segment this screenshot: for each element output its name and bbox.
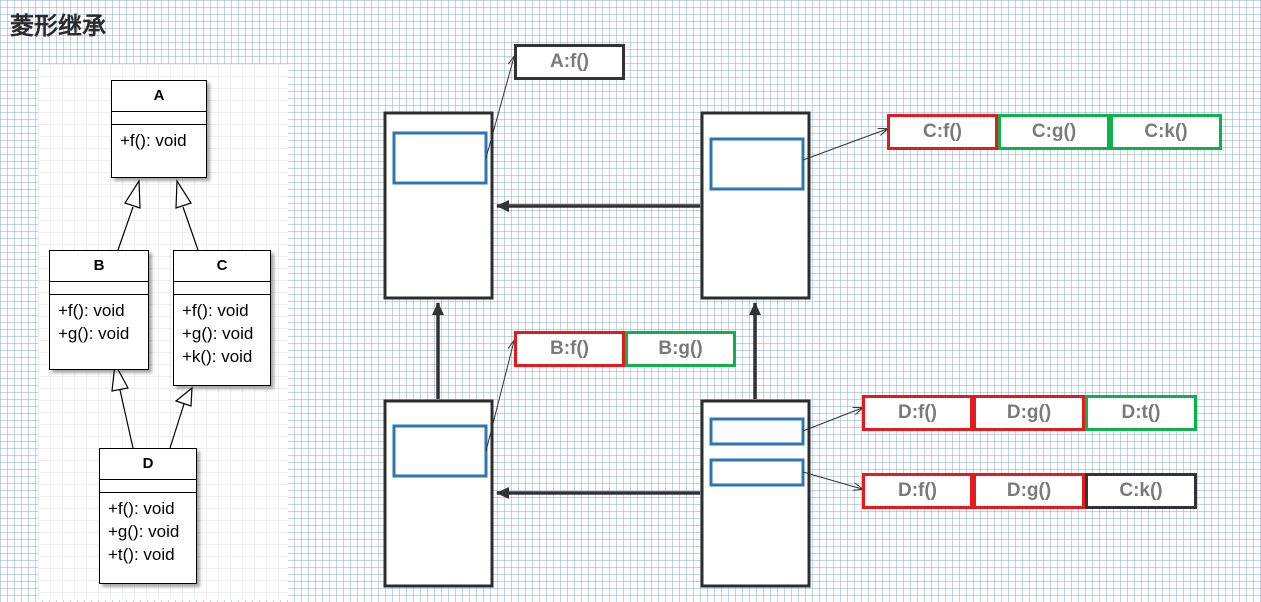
pointer-vptr-c [802, 129, 887, 161]
pointer-vptr-d-secondary [802, 471, 862, 489]
uml-class-c: C +f(): void +g(): void +k(): void [173, 250, 271, 386]
vtable-d-secondary-entry: D:g() [973, 473, 1085, 509]
pointer-vptr-d-primary [802, 408, 862, 432]
class-name: D [100, 449, 196, 480]
method: +f(): void [58, 301, 125, 320]
vptr-c [709, 137, 805, 191]
vtable-d-primary-entry: D:f() [862, 395, 973, 431]
attributes-compartment [100, 480, 196, 493]
class-name: A [112, 81, 206, 112]
inheritance-arrows [111, 179, 199, 449]
method: +k(): void [182, 347, 253, 366]
methods-compartment: +f(): void +g(): void +k(): void [174, 295, 270, 368]
object-a-frame [383, 111, 494, 300]
vtable-b-entry: B:f() [514, 331, 625, 367]
object-b-frame [383, 399, 494, 588]
vtable-d-secondary-entry: D:f() [862, 473, 973, 509]
vtable-b-entry: B:g() [625, 331, 736, 367]
pointer-vptr-a [485, 57, 514, 159]
pointer-vptr-b [485, 341, 514, 452]
vtable-a-entry: A:f() [514, 44, 625, 80]
method: +f(): void [182, 301, 249, 320]
uml-class-diagram: A +f(): void B +f(): void +g(): void C +… [38, 64, 288, 600]
methods-compartment: +f(): void +g(): void +t(): void [100, 493, 196, 566]
attributes-compartment [112, 112, 206, 125]
vtable-c-entry: C:f() [887, 114, 998, 150]
method: +f(): void [120, 131, 187, 150]
attributes-compartment [50, 282, 148, 295]
vptr-d-primary [709, 417, 805, 446]
vtable-d-primary-entry: D:g() [973, 395, 1085, 431]
page-title: 菱形继承 [10, 12, 106, 40]
vtable-d-secondary-entry: C:k() [1085, 473, 1197, 509]
uml-class-d: D +f(): void +g(): void +t(): void [99, 448, 197, 584]
attributes-compartment [174, 282, 270, 295]
method: +f(): void [108, 499, 175, 518]
methods-compartment: +f(): void [112, 125, 206, 152]
vtable-d-primary-entry: D:t() [1085, 395, 1197, 431]
class-name: C [174, 251, 270, 282]
method: +g(): void [108, 522, 180, 541]
method: +g(): void [58, 324, 130, 343]
object-c-frame [700, 111, 811, 300]
object-d-frame [700, 399, 811, 588]
uml-class-a: A +f(): void [111, 80, 207, 178]
class-name: B [50, 251, 148, 282]
method: +g(): void [182, 324, 254, 343]
vtable-c-entry: C:k() [1110, 114, 1222, 150]
method: +t(): void [108, 545, 175, 564]
vtable-c-entry: C:g() [998, 114, 1110, 150]
uml-class-b: B +f(): void +g(): void [49, 250, 149, 370]
methods-compartment: +f(): void +g(): void [50, 295, 148, 345]
